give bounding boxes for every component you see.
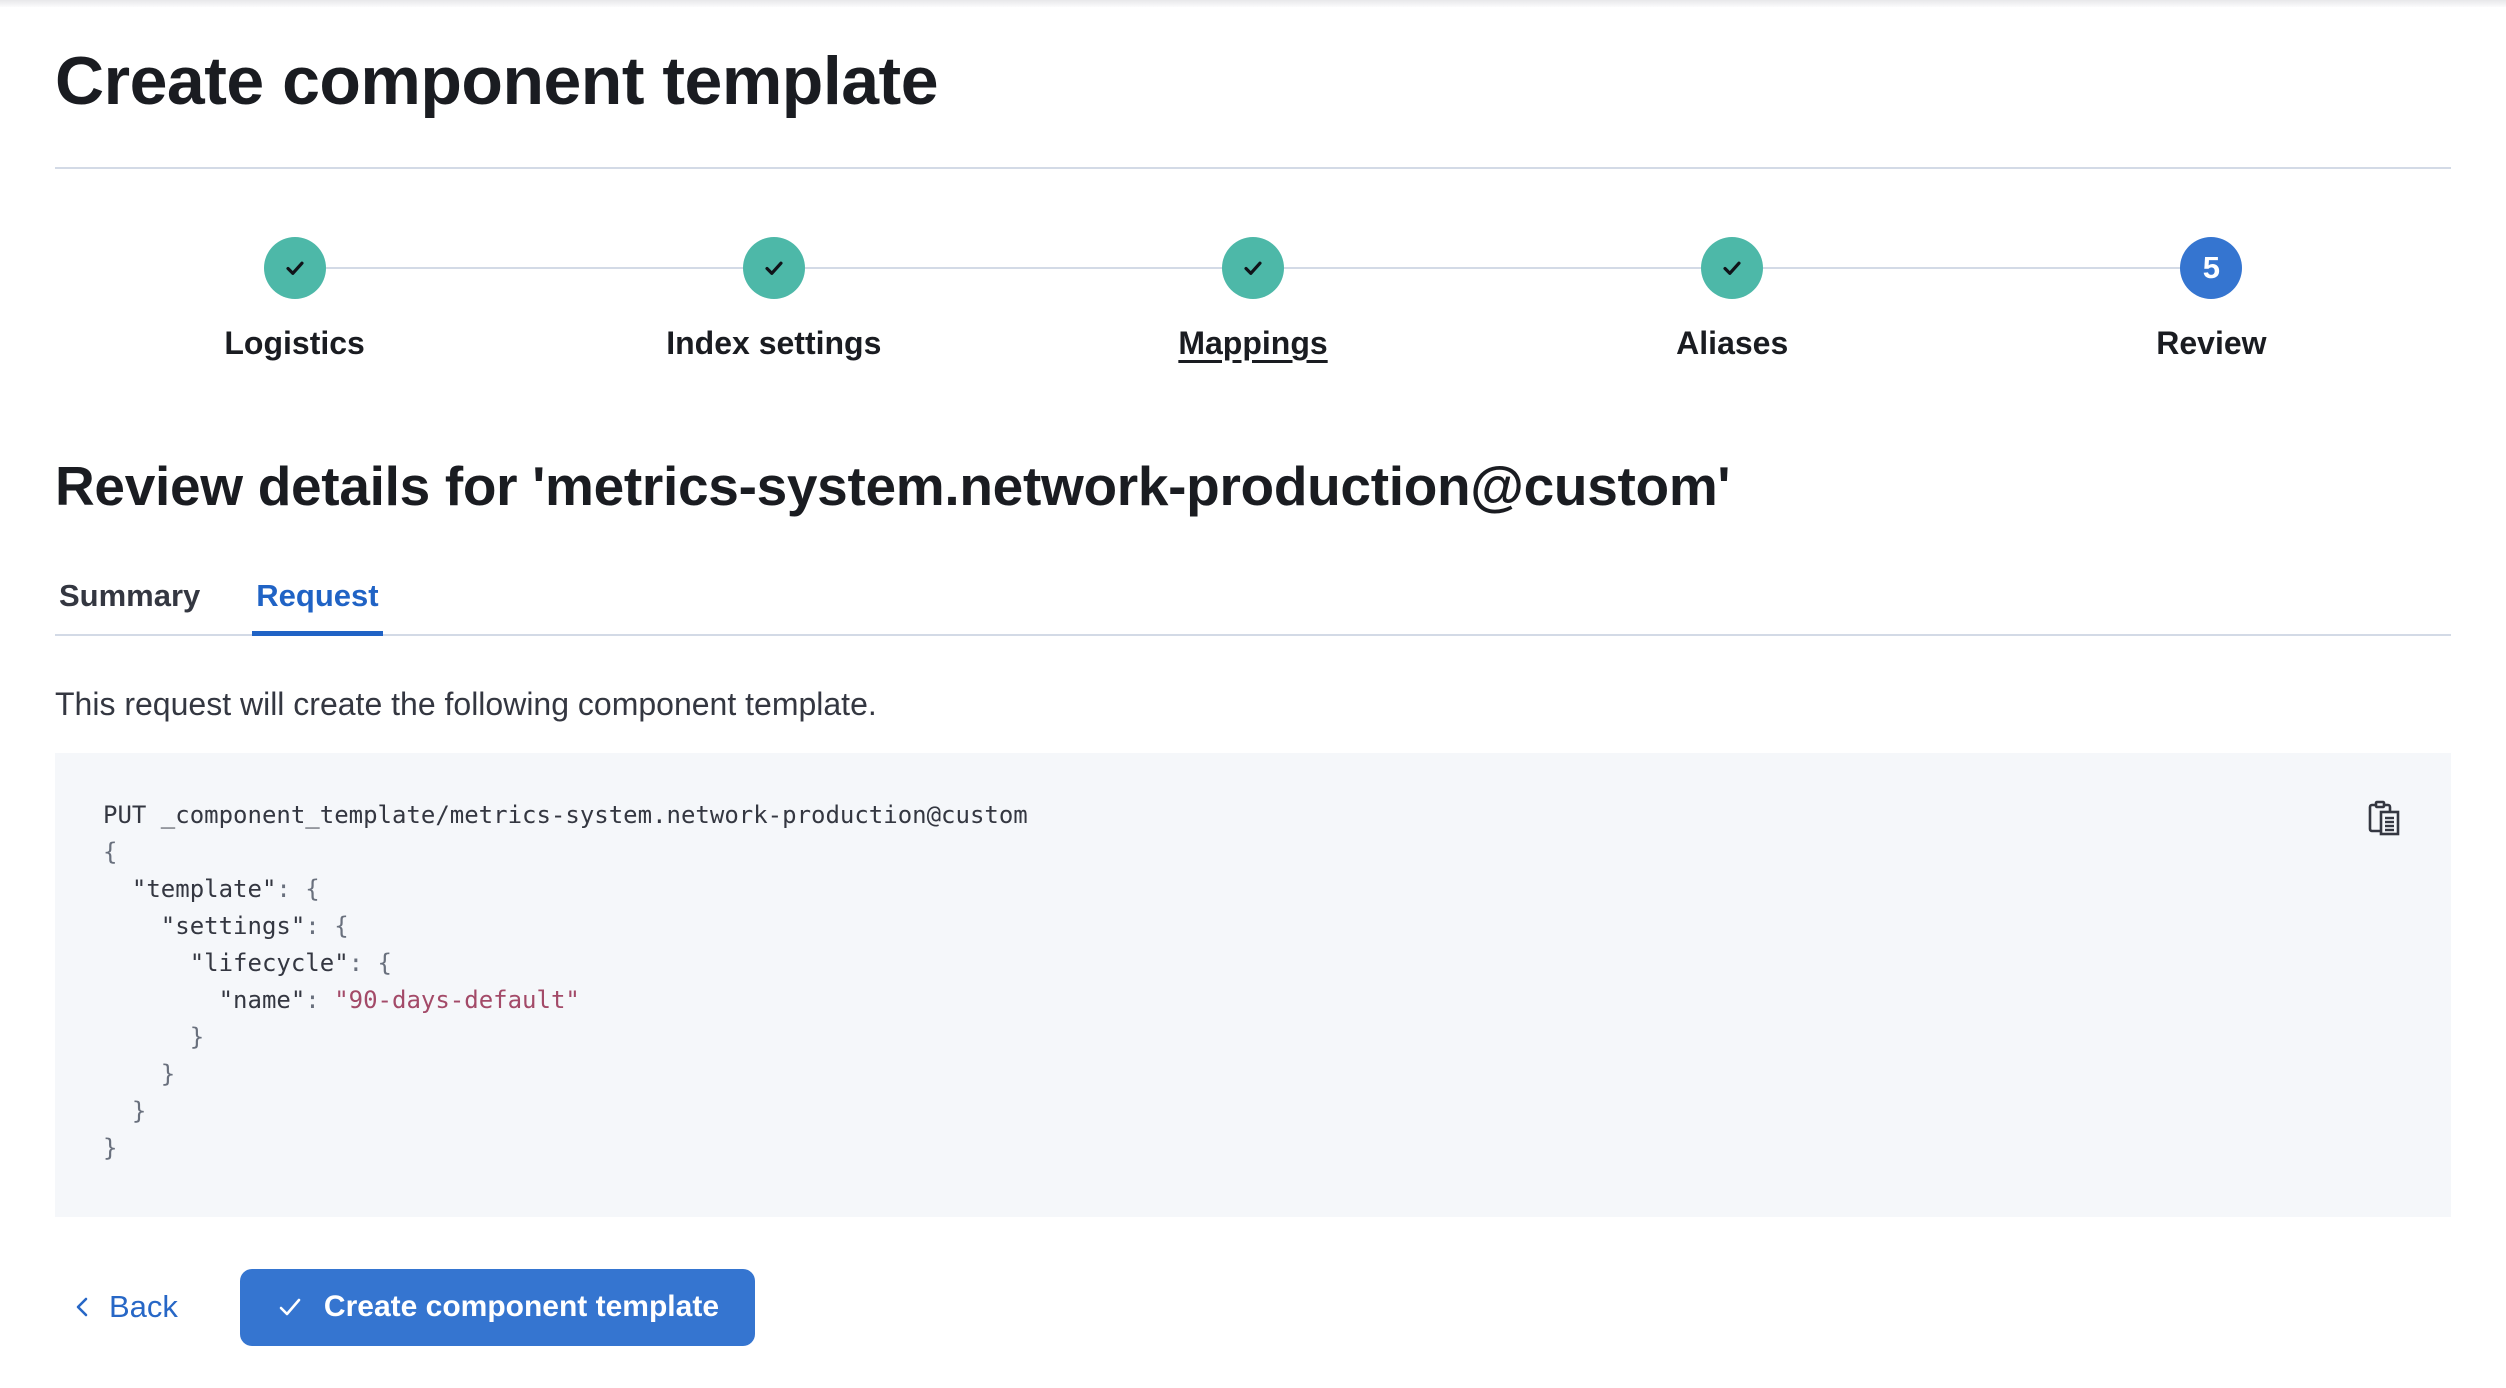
step-logistics[interactable]: Logistics bbox=[55, 236, 534, 362]
back-button[interactable]: Back bbox=[71, 1289, 178, 1325]
code-line: } bbox=[103, 1022, 205, 1051]
step-label: Review bbox=[2156, 324, 2267, 361]
code-line: "lifecycle": { bbox=[189, 948, 393, 977]
check-icon bbox=[1244, 261, 1262, 275]
step-check-circle[interactable] bbox=[1222, 236, 1284, 299]
step-label[interactable]: Aliases bbox=[1676, 324, 1789, 361]
check-icon bbox=[765, 261, 783, 275]
chevron-left-icon bbox=[71, 1295, 95, 1319]
create-button-label: Create component template bbox=[323, 1290, 720, 1324]
code-line: "name": "90-days-default" bbox=[218, 985, 580, 1014]
step-check-circle[interactable] bbox=[742, 236, 805, 299]
step-check-circle[interactable] bbox=[1701, 236, 1764, 299]
title-divider bbox=[55, 166, 2451, 169]
code-line: } bbox=[103, 1059, 176, 1088]
check-icon bbox=[1723, 261, 1741, 275]
check-icon bbox=[276, 1293, 304, 1321]
create-component-template-page: Create component template Logistics Index… bbox=[0, 41, 2506, 1346]
step-index-settings[interactable]: Index settings bbox=[534, 236, 1013, 362]
review-heading: Review details for 'metrics-system.netwo… bbox=[55, 454, 1731, 517]
back-button-label: Back bbox=[109, 1289, 178, 1325]
code-line: { bbox=[103, 837, 118, 866]
step-check-circle[interactable] bbox=[263, 236, 326, 299]
tabs: Summary Request bbox=[55, 578, 2451, 636]
step-label[interactable]: Logistics bbox=[224, 324, 365, 361]
step-label[interactable]: Index settings bbox=[666, 324, 882, 361]
step-aliases[interactable]: Aliases bbox=[1493, 236, 1972, 362]
step-mappings[interactable]: Mappings bbox=[1013, 236, 1492, 362]
code-line: "template": { bbox=[131, 874, 320, 903]
tab-summary[interactable]: Summary bbox=[59, 577, 201, 613]
step-number-circle: 5 bbox=[2180, 236, 2243, 299]
code-line: "settings": { bbox=[160, 911, 349, 940]
request-code-block: PUT _component_template/metrics-system.n… bbox=[55, 752, 2451, 1217]
step-label[interactable]: Mappings bbox=[1178, 324, 1328, 361]
code-line: } bbox=[103, 1096, 147, 1125]
request-description: This request will create the following c… bbox=[55, 685, 877, 722]
wizard-footer: Back Create component template bbox=[55, 1268, 2451, 1346]
code-line: PUT _component_template/metrics-system.n… bbox=[103, 800, 1028, 829]
window-top-edge bbox=[0, 0, 2506, 7]
page-title: Create component template bbox=[55, 43, 939, 119]
create-component-template-button[interactable]: Create component template bbox=[239, 1268, 756, 1346]
copy-clipboard-icon[interactable] bbox=[2367, 799, 2401, 837]
check-icon bbox=[286, 261, 304, 275]
tab-request[interactable]: Request bbox=[252, 578, 383, 636]
code-line: } bbox=[103, 1133, 118, 1162]
request-code: PUT _component_template/metrics-system.n… bbox=[103, 797, 2341, 1167]
